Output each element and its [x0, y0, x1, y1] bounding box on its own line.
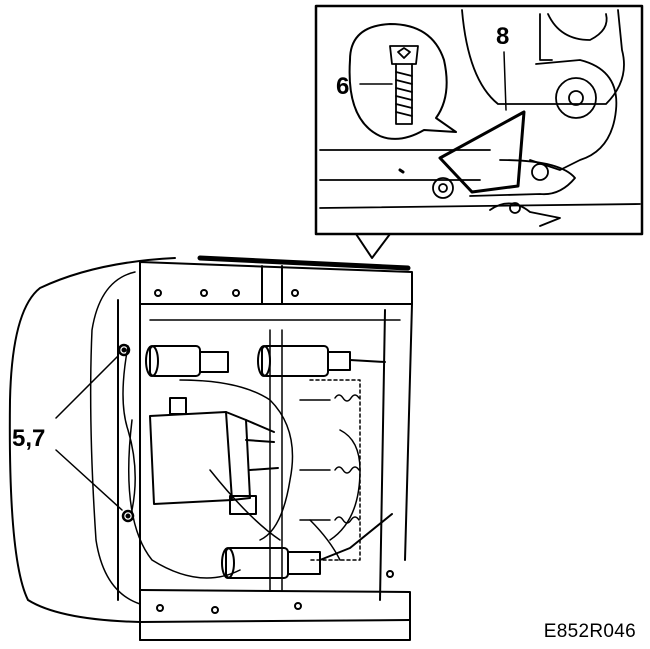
- seat-springs: [299, 379, 361, 561]
- seat-cushion-inner-edge: [89, 271, 141, 605]
- inset-pointer: [355, 233, 391, 259]
- mounting-nut-lower: [121, 509, 135, 523]
- screw-magnifier-bubble: [348, 23, 457, 140]
- detail-inset-frame: [314, 4, 644, 236]
- frame-bottom-rail: [139, 589, 411, 641]
- lower-motor: [221, 513, 393, 579]
- callout-label-bracket: 8: [496, 23, 509, 50]
- upper-right-motor: [257, 345, 386, 377]
- frame-right-rail: [379, 303, 413, 601]
- figure-code: E852R046: [543, 621, 636, 642]
- callout-leader-bracket: [503, 51, 507, 111]
- screw-part-6: [389, 45, 419, 125]
- upper-left-motor: [145, 345, 229, 377]
- callout-label-nuts: 5,7: [12, 425, 45, 452]
- callout-leader-nuts: [55, 355, 123, 511]
- mounting-nut-upper: [117, 343, 131, 357]
- seat-adjuster-mechanism: [319, 9, 641, 227]
- callout-label-screw: 6: [336, 73, 349, 100]
- seat-cushion-outline: [8, 257, 411, 623]
- control-unit: [149, 397, 279, 515]
- wiring-harness: [122, 345, 361, 579]
- bracket-part-8: [438, 110, 526, 194]
